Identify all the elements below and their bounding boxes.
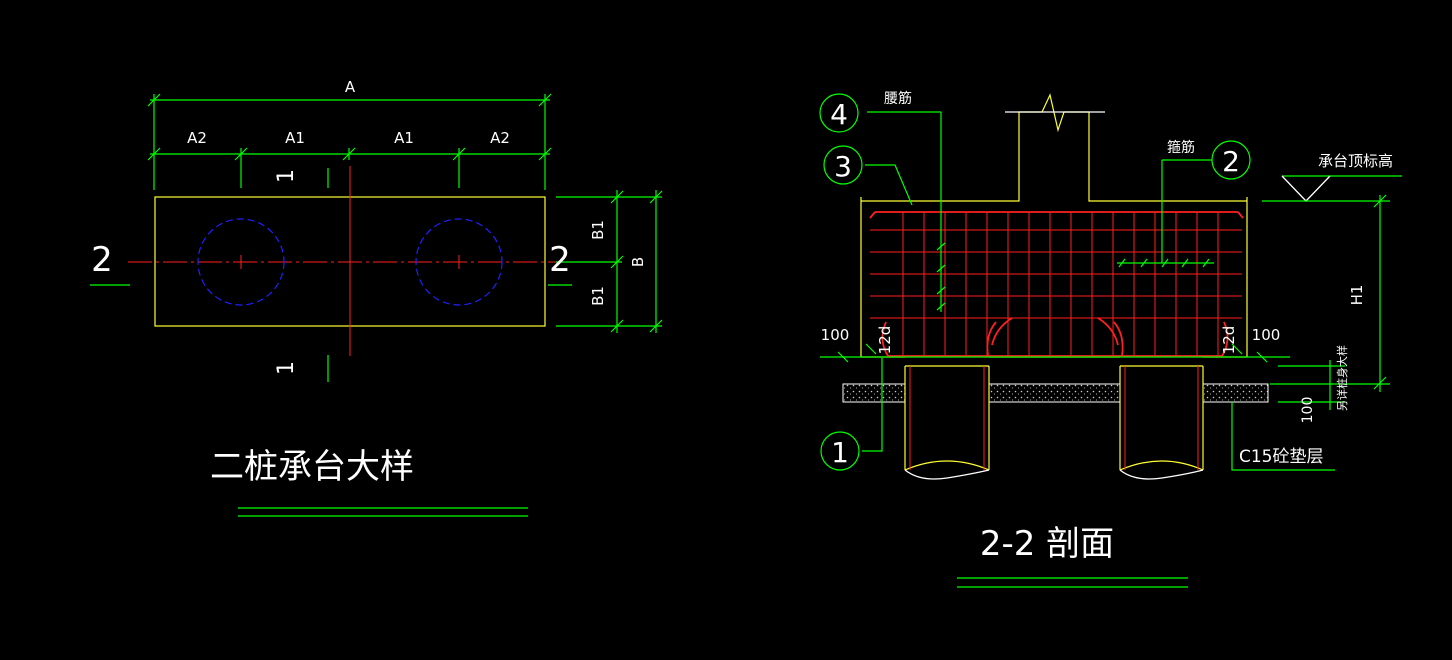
tag-1: 1 [831, 436, 849, 469]
tag-4: 4 [830, 98, 848, 131]
section-mark-bottom: 1 [274, 361, 299, 375]
rebar-grid [869, 211, 1244, 357]
plan-title: 二桩承台大样 [210, 447, 414, 487]
label-cushion: C15砼垫层 [1239, 447, 1324, 467]
dim-line-a [147, 93, 552, 190]
cushion-leader [1231, 402, 1335, 471]
tag-circle-4 [819, 93, 859, 133]
dim-b1-top: B1 [589, 220, 607, 240]
section-mark-top: 1 [274, 169, 299, 183]
tag-2: 2 [1222, 145, 1240, 178]
pile-left [904, 365, 990, 480]
rebar-1-leader [862, 358, 883, 452]
dim-b1-bottom: B1 [589, 286, 607, 306]
cushion-layer-right [1202, 383, 1269, 403]
dim-line-b [556, 190, 663, 333]
dim-12d-right: 12d [1220, 326, 1238, 355]
section-title: 2-2 剖面 [980, 524, 1114, 564]
label-h1: H1 [1348, 285, 1366, 306]
label-pile-embed: 另详桩身大样 [1335, 345, 1349, 411]
label-stirrup: 箍筋 [1167, 139, 1195, 156]
label-top-elevation: 承台顶标高 [1318, 152, 1393, 170]
pile-right [1119, 365, 1204, 480]
dim-a1-right: A1 [394, 129, 414, 147]
dim-line-h1 [1262, 194, 1390, 410]
dim-total-label: A [345, 78, 356, 96]
label-waist-bar: 腰筋 [884, 90, 912, 107]
section-view: 4 3 2 1 腰筋 箍筋 承台顶标高 H1 另详桩身大样 100 [819, 90, 1402, 588]
tag-circle-1 [820, 431, 860, 471]
cushion-layer-left [842, 383, 906, 403]
dim-a1-left: A1 [285, 129, 305, 147]
tag-circle-3 [823, 145, 863, 185]
cushion-layer-middle [988, 383, 1121, 403]
dim-b: B [629, 257, 647, 267]
stirrup-ticks [1117, 159, 1214, 268]
dim-100-bottom: 100 [1300, 397, 1316, 424]
waist-bar-leader [867, 111, 946, 312]
dim-a2-right: A2 [490, 129, 510, 147]
tag-3: 3 [834, 150, 852, 183]
section-mark-left: 2 [91, 240, 113, 280]
elevation-triangle [1281, 175, 1331, 202]
dim-12d-left: 12d [876, 326, 894, 355]
dim-line-segments [147, 147, 552, 188]
plan-view: A A2 A1 A1 A2 [90, 78, 663, 517]
dim-100-right: 100 [1252, 326, 1281, 344]
dim-line-edge [820, 343, 1290, 363]
pile-center-marks [234, 255, 466, 269]
dim-a2-left: A2 [187, 129, 207, 147]
dim-100-left: 100 [821, 326, 850, 344]
pile-circle-right [415, 218, 503, 306]
section-mark-right: 2 [549, 240, 571, 280]
rebar-3-leader [865, 164, 913, 206]
tag-circle-2 [1211, 140, 1251, 180]
pile-circle-left [197, 218, 285, 306]
rebar-anchors [881, 317, 1229, 357]
